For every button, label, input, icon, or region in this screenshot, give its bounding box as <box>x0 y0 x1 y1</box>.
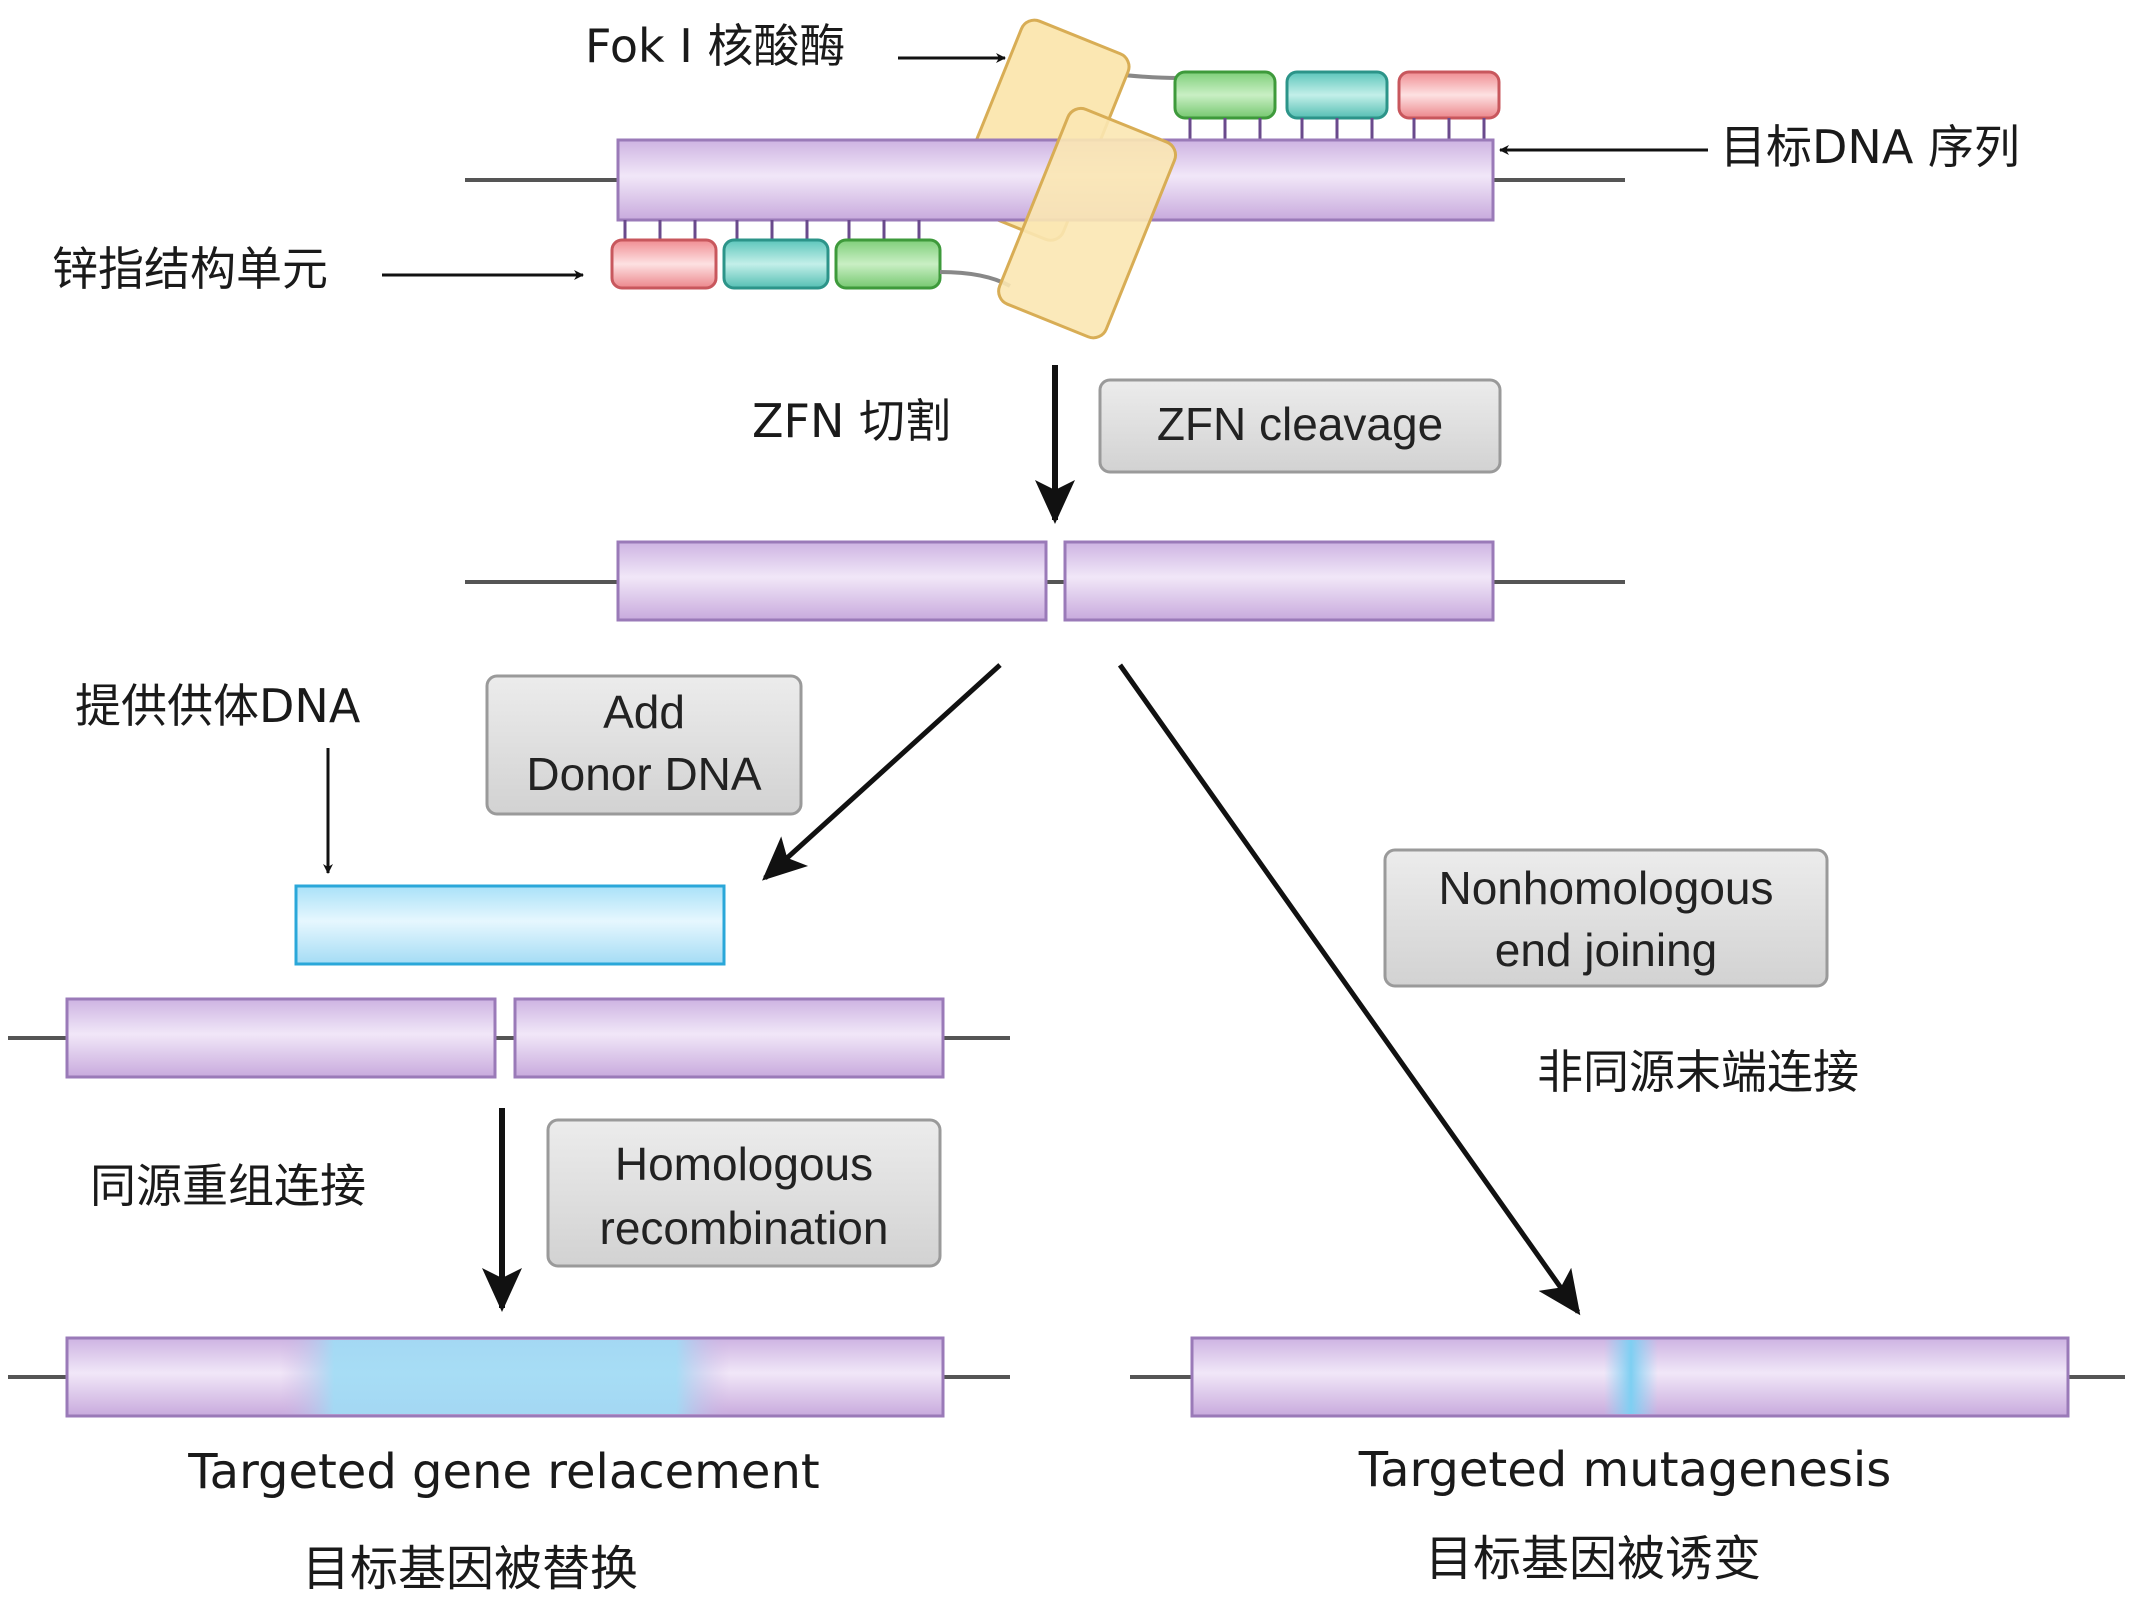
zinc-finger-unit-green <box>834 238 942 290</box>
cleaved-dna-hr-left <box>65 997 497 1079</box>
mutated-gene-dna <box>1130 1336 2125 1418</box>
zfn-cleavage-box: ZFN cleavage <box>1098 378 1502 474</box>
donor-dna-bar <box>294 884 726 966</box>
provide-donor-cn-label: 提供供体DNA <box>75 679 361 733</box>
cleaved-dna-hr-right <box>513 997 945 1079</box>
cleaved-dna <box>465 540 1625 622</box>
cleaved-dna-left <box>616 540 1048 622</box>
zinc-finger-unit-red <box>1397 70 1501 120</box>
nhej-label-line2: end joining <box>1495 924 1718 976</box>
hr-cn-label: 同源重组连接 <box>90 1159 366 1213</box>
nhej-label-line1: Nonhomologous <box>1438 862 1773 914</box>
hr-label-line2: recombination <box>600 1202 889 1254</box>
mutagenesis-en-label: Targeted mutagenesis <box>1358 1442 1891 1498</box>
add-donor-box: Add Donor DNA <box>485 674 803 816</box>
zinc-finger-unit-teal <box>722 238 830 290</box>
zinc-finger-upper-set <box>1079 68 1501 142</box>
zinc-finger-label: 锌指结构单元 <box>52 242 328 296</box>
target-dna-label: 目标DNA 序列 <box>1720 120 2020 174</box>
fok-nuclease-label: Fok I 核酸酶 <box>585 19 845 73</box>
hr-label-line1: Homologous <box>615 1138 873 1190</box>
replaced-gene-insert <box>280 1340 730 1414</box>
cleaved-dna-hr <box>8 997 1010 1079</box>
zinc-finger-unit-teal <box>1285 70 1389 120</box>
zinc-finger-contacts-upper <box>1188 118 1486 142</box>
replacement-cn-label: 目标基因被替换 <box>302 1541 638 1597</box>
fok-nuclease-lower <box>997 106 1178 340</box>
add-donor-label-line2: Donor DNA <box>526 748 762 800</box>
zfn-cleavage-label: ZFN cleavage <box>1157 398 1443 450</box>
homologous-recombination-box: Homologous recombination <box>546 1118 942 1268</box>
hr-branch-arrow <box>762 663 1002 881</box>
nhej-box: Nonhomologous end joining <box>1383 848 1829 988</box>
replaced-gene-dna <box>8 1336 1010 1418</box>
zinc-finger-lower-set <box>610 220 1011 290</box>
cleaved-dna-right <box>1063 540 1495 622</box>
zinc-finger-unit-green <box>1173 70 1277 120</box>
mutation-site <box>1604 1340 1658 1414</box>
zfn-cut-cn-label: ZFN 切割 <box>752 394 951 448</box>
add-donor-label-line1: Add <box>603 686 685 738</box>
nhej-cn-label: 非同源末端连接 <box>1537 1045 1859 1099</box>
zinc-finger-unit-red <box>610 238 718 290</box>
nhej-branch-arrow <box>1117 663 1581 1316</box>
replacement-en-label: Targeted gene relacement <box>187 1444 819 1500</box>
zfn-complex <box>465 18 1625 340</box>
mutagenesis-cn-label: 目标基因被诱变 <box>1425 1531 1761 1587</box>
